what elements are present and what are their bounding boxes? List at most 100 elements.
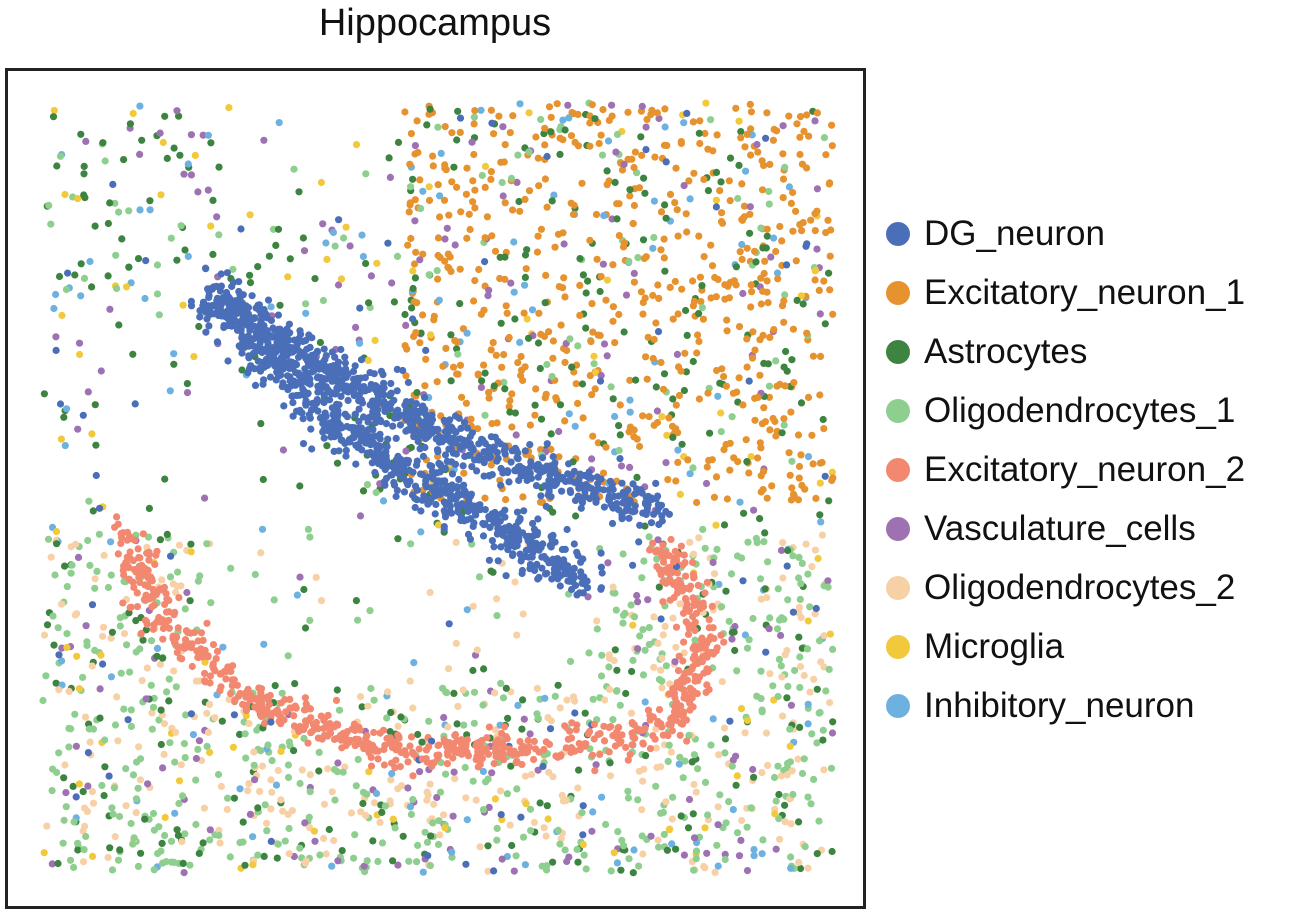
data-point-excitatory-neuron-1 <box>434 181 442 189</box>
data-point-astrocytes <box>825 269 833 277</box>
data-point-excitatory-neuron-1 <box>818 458 826 467</box>
data-point-excitatory-neuron-1 <box>485 388 493 397</box>
data-point-dg-neuron <box>105 772 113 780</box>
data-point-vasculature-cells <box>477 383 485 391</box>
data-point-dg-neuron <box>382 461 391 469</box>
data-point-dg-neuron <box>72 793 80 801</box>
data-point-dg-neuron <box>479 519 487 528</box>
data-point-oligodendrocytes-1 <box>704 811 712 819</box>
data-point-excitatory-neuron-1 <box>506 129 514 137</box>
data-point-vasculature-cells <box>526 730 534 738</box>
data-point-dg-neuron <box>202 328 210 336</box>
legend-item: Microglia <box>886 617 1245 676</box>
data-point-vasculature-cells <box>813 245 821 253</box>
data-point-astrocytes <box>672 845 680 853</box>
data-point-astrocytes <box>43 621 52 629</box>
data-point-inhibitory-neuron <box>514 701 522 710</box>
data-point-oligodendrocytes-2 <box>370 799 379 807</box>
data-point-dg-neuron <box>353 374 361 382</box>
data-point-oligodendrocytes-2 <box>718 678 726 686</box>
data-point-astrocytes <box>173 826 181 834</box>
data-point-dg-neuron <box>654 328 663 336</box>
data-point-astrocytes <box>591 115 599 123</box>
data-point-oligodendrocytes-1 <box>374 857 382 866</box>
data-point-dg-neuron <box>268 333 276 341</box>
data-point-vasculature-cells <box>588 827 596 835</box>
data-point-excitatory-neuron-2 <box>449 754 457 762</box>
data-point-oligodendrocytes-1 <box>257 747 265 755</box>
data-point-oligodendrocytes-1 <box>117 669 125 677</box>
data-point-oligodendrocytes-1 <box>593 625 601 633</box>
data-point-dg-neuron <box>556 582 564 590</box>
data-point-excitatory-neuron-2 <box>644 706 653 714</box>
data-point-vasculature-cells <box>824 577 832 585</box>
data-point-microglia <box>786 742 794 750</box>
data-point-oligodendrocytes-2 <box>818 531 827 539</box>
data-point-oligodendrocytes-2 <box>639 777 647 785</box>
data-point-dg-neuron <box>789 608 798 616</box>
data-point-oligodendrocytes-1 <box>448 853 456 861</box>
data-point-astrocytes <box>695 129 703 137</box>
data-point-oligodendrocytes-1 <box>429 819 437 827</box>
data-point-vasculature-cells <box>180 170 188 178</box>
data-point-dg-neuron <box>652 479 660 487</box>
data-point-oligodendrocytes-1 <box>722 819 730 827</box>
data-point-dg-neuron <box>369 403 378 411</box>
data-point-excitatory-neuron-1 <box>739 401 747 409</box>
data-point-dg-neuron <box>394 468 402 476</box>
data-point-excitatory-neuron-1 <box>657 208 666 216</box>
data-point-dg-neuron <box>360 383 368 391</box>
data-point-dg-neuron <box>432 435 440 443</box>
data-point-excitatory-neuron-2 <box>401 747 409 755</box>
data-point-oligodendrocytes-2 <box>100 551 108 559</box>
data-point-oligodendrocytes-1 <box>796 683 804 692</box>
data-point-oligodendrocytes-2 <box>794 755 802 763</box>
data-point-oligodendrocytes-1 <box>774 762 782 770</box>
data-point-dg-neuron <box>402 398 410 406</box>
data-point-excitatory-neuron-1 <box>811 276 819 284</box>
data-point-dg-neuron <box>224 309 232 317</box>
data-point-astrocytes <box>456 300 464 308</box>
data-point-astrocytes <box>411 274 419 282</box>
data-point-dg-neuron <box>538 553 546 561</box>
data-point-excitatory-neuron-2 <box>530 755 538 764</box>
data-point-oligodendrocytes-2 <box>88 662 96 670</box>
data-point-oligodendrocytes-1 <box>224 794 232 802</box>
data-point-excitatory-neuron-1 <box>553 100 561 108</box>
data-point-dg-neuron <box>271 362 279 370</box>
data-point-inhibitory-neuron <box>219 643 227 651</box>
data-point-excitatory-neuron-1 <box>541 175 550 183</box>
data-point-oligodendrocytes-1 <box>175 799 183 808</box>
data-point-inhibitory-neuron <box>184 160 192 168</box>
data-point-astrocytes <box>101 763 109 771</box>
data-point-microglia <box>365 768 373 776</box>
data-point-excitatory-neuron-2 <box>155 615 163 623</box>
data-point-dg-neuron <box>436 490 444 498</box>
data-point-astrocytes <box>132 617 140 625</box>
data-point-dg-neuron <box>565 477 573 485</box>
data-point-astrocytes <box>556 401 565 409</box>
data-point-astrocytes <box>677 812 685 820</box>
data-point-excitatory-neuron-1 <box>453 338 461 346</box>
data-point-astrocytes <box>257 420 265 428</box>
data-point-astrocytes <box>230 794 238 802</box>
data-point-excitatory-neuron-1 <box>690 169 698 177</box>
data-point-oligodendrocytes-2 <box>426 780 434 788</box>
data-point-excitatory-neuron-1 <box>758 157 766 165</box>
data-point-oligodendrocytes-1 <box>42 672 50 680</box>
data-point-excitatory-neuron-2 <box>694 581 702 589</box>
data-point-excitatory-neuron-1 <box>448 178 456 186</box>
data-point-excitatory-neuron-1 <box>630 163 638 172</box>
data-point-oligodendrocytes-1 <box>305 813 313 821</box>
data-point-dg-neuron <box>257 316 265 324</box>
data-point-oligodendrocytes-2 <box>114 737 122 745</box>
data-point-microglia <box>816 479 824 487</box>
data-point-vasculature-cells <box>507 279 515 287</box>
data-point-excitatory-neuron-1 <box>407 130 415 138</box>
data-point-excitatory-neuron-2 <box>429 759 437 767</box>
data-point-oligodendrocytes-1 <box>122 765 130 773</box>
data-point-astrocytes <box>146 197 154 205</box>
data-point-excitatory-neuron-2 <box>542 738 550 746</box>
data-point-excitatory-neuron-2 <box>386 734 394 742</box>
data-point-astrocytes <box>793 296 801 304</box>
